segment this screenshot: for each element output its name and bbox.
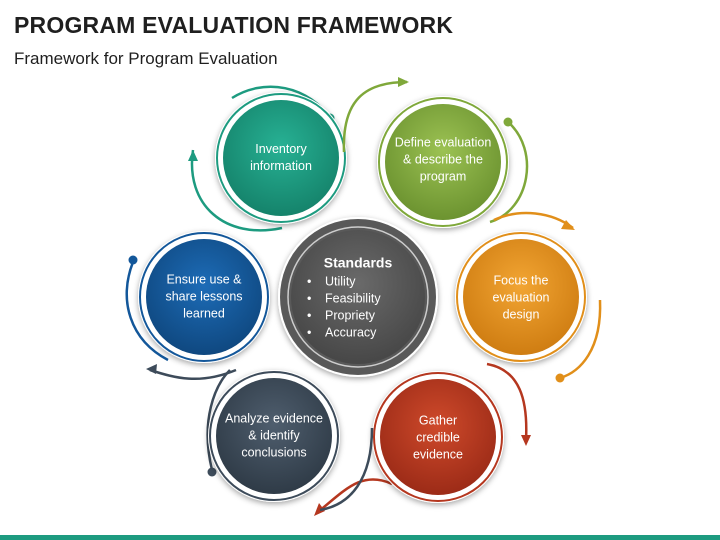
standards-item: Propriety <box>307 308 423 325</box>
page-subtitle: Framework for Program Evaluation <box>14 49 278 68</box>
node-focus-design <box>455 211 602 383</box>
node-inventory <box>188 85 347 232</box>
node-label-focus-design: Focus the evaluation design <box>492 273 550 322</box>
node-label-analyze-evidence: Analyze evidence & identify conclusions <box>225 411 323 460</box>
standards-item: Feasibility <box>307 291 423 308</box>
node-label-ensure-use: Ensure use & share lessons learned <box>165 272 243 321</box>
node-label-inventory: Inventory information <box>250 142 312 173</box>
node-label-define-evaluation: Define evaluation & describe the program <box>394 135 492 184</box>
standards-heading: Standards <box>323 254 393 271</box>
node-define-evaluation <box>342 77 529 228</box>
node-label-gather-evidence: Gather credible evidence <box>412 413 464 462</box>
node-gather-evidence <box>314 362 531 516</box>
node-ensure-use <box>125 231 270 363</box>
standards-item: Utility <box>307 274 423 291</box>
node-analyze-evidence <box>146 364 374 512</box>
standards-list: Utility Feasibility Propriety Accuracy <box>293 274 423 342</box>
standards-item: Accuracy <box>307 325 423 342</box>
page-title: PROGRAM EVALUATION FRAMEWORK <box>14 12 454 38</box>
center-label: Standards Utility Feasibility Propriety … <box>293 255 423 342</box>
bottom-accent-bar <box>0 535 720 540</box>
